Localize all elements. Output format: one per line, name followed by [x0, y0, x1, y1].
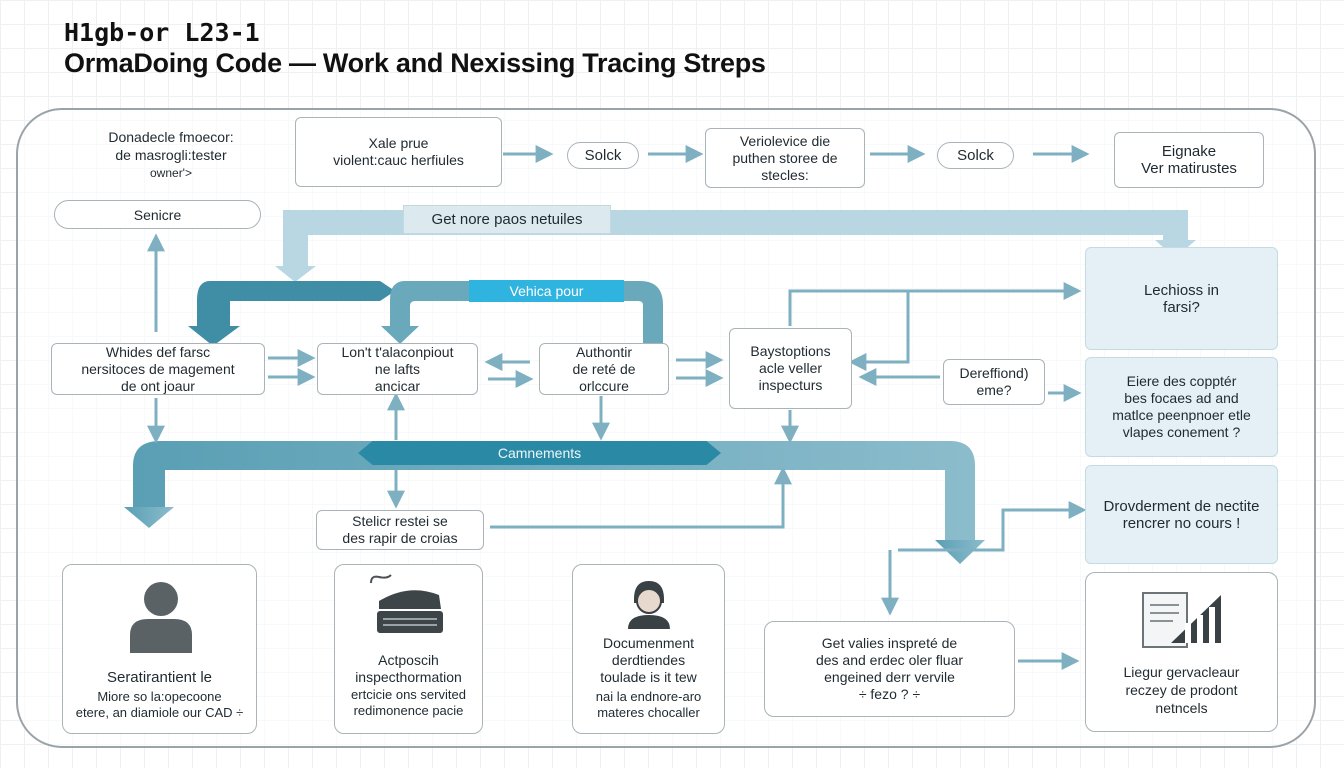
right-box-2-line-3: matlce peenpnoer etle	[1112, 407, 1251, 423]
top-box-2-line-2: puthen storee de	[732, 149, 838, 166]
steller-box: Stelicr restei se des rapir de croias	[316, 510, 484, 550]
get-more-label: Get nore paos netuiles	[403, 205, 611, 234]
mid-box-c: Authontir de reté de orlccure	[539, 343, 669, 395]
right-box-1: Lechioss in farsi?	[1085, 247, 1278, 350]
thin-arrows	[147, 145, 1090, 670]
card-worker-title-1: Documenment	[602, 635, 695, 651]
top-box-2: Veriolevice die puthen storee de stecles…	[705, 128, 865, 188]
worker-icon	[628, 581, 670, 629]
mid-box-b-line-2: ne lafts	[374, 360, 421, 377]
service-box: Senicre	[54, 200, 261, 229]
top-box-2-line-1: Veriolevice die	[739, 132, 831, 149]
top-box-3-line-1: Eignake	[1161, 143, 1217, 160]
card-scanner-title-2: inspecthormation	[355, 669, 462, 685]
card-get-values-line-4: ÷ fezo ? ÷	[858, 686, 921, 702]
scanner-icon	[370, 574, 443, 633]
solck-button-2[interactable]: Solck	[937, 142, 1014, 169]
top-box-3-line-2: Ver matirustes	[1141, 160, 1237, 177]
right-card-4-line-3: netncels	[1155, 700, 1208, 716]
mid-box-b: Lon't t'alaconpiout ne lafts ancicar	[317, 343, 478, 395]
mid-box-c-line-2: de reté de	[572, 360, 636, 377]
mid-box-a-line-3: de ont joaur	[121, 377, 195, 394]
right-box-1-line-1: Lechioss in	[1143, 281, 1220, 299]
card-person-title: Seratirantient le	[106, 669, 213, 686]
right-box-2-line-1: Eiere des copptér	[1126, 373, 1237, 389]
right-box-2-line-4: vlapes conement ?	[1122, 424, 1241, 440]
mid-box-d-line-2: acle veller	[758, 360, 823, 376]
top-box-1-line-2: violent:cauc herfiules	[333, 152, 464, 168]
right-card-4-line-2: reczey de prodont	[1125, 682, 1238, 698]
mid-box-c-line-3: orlccure	[579, 377, 629, 394]
card-get-values: Get valies inspreté de des and erdec ole…	[764, 621, 1015, 717]
mid-box-e-line-1: Dereffiond)	[959, 365, 1029, 381]
intro-line-2: de masrogli:tester	[115, 147, 227, 163]
solck-button-1[interactable]: Solck	[567, 142, 639, 169]
card-worker: Documenment derdtiendes toulade is it te…	[572, 564, 725, 734]
mid-box-d-line-3: inspecturs	[758, 377, 823, 393]
card-scanner-sub-2: redimonence pacie	[353, 703, 464, 718]
report-chart-icon	[1142, 592, 1221, 648]
card-worker-title-2: derdtiendes	[611, 652, 686, 668]
mid-box-d-line-1: Baystoptions	[750, 343, 831, 359]
comments-label: Camnements	[358, 441, 721, 465]
diagram-code-title: H1gb-or L23-1	[64, 18, 260, 47]
right-box-2-line-2: bes focaes ad and	[1124, 390, 1239, 406]
top-box-1: Xale prue violent:cauc herfiules	[295, 117, 502, 187]
card-worker-sub-2: materes chocaller	[597, 705, 700, 720]
right-box-2: Eiere des copptér bes focaes ad and matl…	[1085, 357, 1278, 457]
diagram-main-title: OrmaDoing Code — Work and Nexissing Trac…	[64, 48, 766, 78]
top-box-2-line-3: stecles:	[761, 166, 809, 183]
card-worker-title-3: toulade is it tew	[600, 669, 697, 685]
vehicle-label: Vehica pour	[469, 280, 624, 302]
mid-box-b-line-1: Lon't t'alaconpiout	[341, 343, 454, 360]
mid-box-e: Dereffiond) eme?	[943, 359, 1045, 405]
right-box-3: Drovderment de nectite rencrer no cours …	[1085, 465, 1278, 564]
right-box-3-line-2: rencrer no cours !	[1122, 514, 1241, 532]
card-get-values-line-3: engeined derr vervile	[824, 669, 955, 685]
intro-note: Donadecle fmoecor: de masrogli:tester ow…	[66, 128, 276, 182]
right-card-4-line-1: Liegur gervacleaur	[1123, 664, 1240, 680]
person-icon	[130, 582, 192, 653]
card-scanner-title-1: Actposcih	[378, 652, 439, 668]
card-get-values-line-2: des and erdec oler fluar	[815, 652, 964, 668]
card-person: Seratirantient le Miore so la:opecoone e…	[62, 564, 257, 734]
mid-box-a-line-2: nersitoces de magement	[81, 360, 235, 377]
card-scanner-sub-1: ertcicie ons servited	[351, 687, 466, 702]
mid-box-a-line-1: Whides def farsc	[105, 343, 211, 360]
mid-box-c-line-1: Authontir	[575, 343, 633, 360]
mid-box-b-line-3: ancicar	[374, 377, 421, 394]
teal-loop-band	[188, 281, 395, 346]
card-get-values-line-1: Get valies inspreté de	[821, 635, 958, 651]
right-box-1-line-2: farsi?	[1163, 298, 1200, 316]
comments-band	[124, 441, 985, 564]
steller-line-2: des rapir de croias	[342, 530, 458, 546]
top-box-1-line-1: Xale prue	[368, 135, 429, 151]
top-box-3: Eignake Ver matirustes	[1114, 132, 1264, 188]
mid-box-a: Whides def farsc nersitoces de magement …	[51, 343, 265, 395]
right-box-3-line-1: Drovderment de nectite	[1103, 497, 1260, 515]
card-worker-sub-1: nai la endnore-aro	[595, 689, 702, 704]
card-person-sub-2: etere, an diamiole our CAD ÷	[75, 705, 244, 720]
mid-box-d: Baystoptions acle veller inspecturs	[729, 328, 852, 409]
card-person-sub-1: Miore so la:opecoone	[97, 689, 222, 704]
card-scanner: Actposcih inspecthormation ertcicie ons …	[334, 564, 483, 734]
steller-line-1: Stelicr restei se	[352, 513, 448, 529]
mid-box-e-line-2: eme?	[976, 382, 1012, 398]
intro-line-1: Donadecle fmoecor:	[108, 129, 234, 145]
intro-line-3: owner'>	[150, 166, 192, 180]
right-card-4: Liegur gervacleaur reczey de prodont net…	[1085, 572, 1278, 732]
